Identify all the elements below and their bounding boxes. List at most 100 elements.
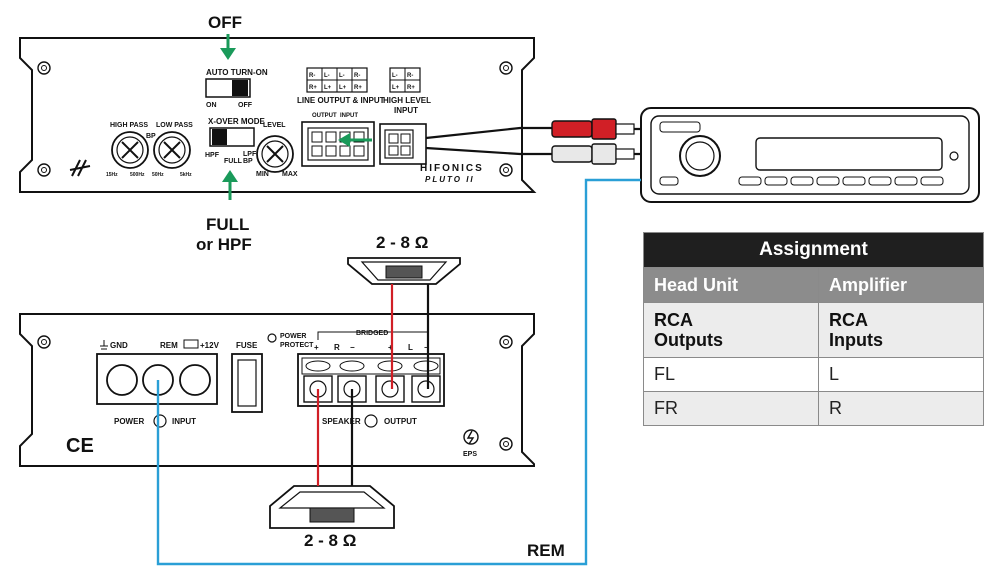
full-callout: FULL	[206, 215, 249, 234]
speaker-wires	[316, 284, 430, 486]
hp-max-label: 500Hz	[130, 172, 145, 178]
terminal-plus-left: +	[314, 343, 319, 352]
terminal-minus-2: −	[424, 343, 429, 352]
svg-text:L+: L+	[339, 85, 347, 91]
terminal-l-label: L	[408, 343, 413, 352]
gnd-label: GND	[110, 341, 128, 350]
xover-full-label: FULL	[224, 158, 243, 165]
speaker-bottom	[269, 485, 395, 529]
svg-text:R-: R-	[354, 73, 360, 79]
svg-text:R-: R-	[407, 73, 413, 79]
line-pin-legend: R- L- L- R- R+ L+ L+ R+	[306, 67, 368, 93]
terminal-r-label: R	[334, 343, 340, 352]
auto-turn-on-off-label: OFF	[238, 102, 253, 109]
high-pass-label: HIGH PASS	[110, 122, 148, 129]
low-pass-knob[interactable]	[153, 131, 191, 169]
ce-mark: CE	[66, 435, 94, 457]
svg-text:R+: R+	[354, 85, 362, 91]
assignment-table: Assignment Head Unit Amplifier RCA Outpu…	[643, 232, 985, 426]
terminal-minus-1: −	[350, 343, 355, 352]
gnd-terminal[interactable]	[106, 364, 138, 396]
svg-text:L-: L-	[339, 73, 345, 79]
svg-text:R+: R+	[309, 85, 317, 91]
off-arrow-icon	[220, 34, 236, 60]
high-level-label: HIGH LEVEL	[383, 96, 431, 105]
subheader-amplifier: RCA Inputs	[817, 302, 985, 358]
table-row: FR R	[643, 391, 985, 426]
hp-min-label: 15Hz	[106, 172, 118, 178]
rca-plug-red	[551, 118, 635, 140]
level-min-label: MIN	[256, 171, 269, 178]
svg-text:L-: L-	[392, 73, 398, 79]
level-label: LEVEL	[263, 122, 286, 129]
fuse-label: FUSE	[236, 341, 258, 350]
power-protect-led	[267, 333, 277, 343]
xover-lpf-label: LPF	[243, 151, 257, 158]
high-level-pin-legend: L- R- L+ R+	[389, 67, 421, 93]
table-cell: FL	[643, 357, 819, 392]
brand-name: HIFONICS	[420, 163, 484, 174]
auto-turn-on-label: AUTO TURN-ON	[206, 68, 268, 77]
xover-hpf-label: HPF	[205, 152, 220, 159]
svg-text:R+: R+	[407, 85, 415, 91]
power-input-label: INPUT	[172, 417, 196, 426]
rem-callout: REM	[527, 541, 565, 560]
high-pass-knob[interactable]	[111, 131, 149, 169]
eps-label: EPS	[463, 451, 477, 458]
level-max-label: MAX	[282, 171, 298, 178]
speaker-bottom-impedance: 2 - 8 Ω	[304, 531, 356, 550]
rem-terminal-label: REM	[160, 341, 178, 350]
power-protect-label-1: POWER	[280, 333, 306, 340]
speaker-top-impedance: 2 - 8 Ω	[376, 233, 428, 252]
power-label: POWER	[114, 417, 144, 426]
speaker-terminal-l-minus[interactable]	[411, 375, 441, 403]
rca-plug-white	[551, 143, 635, 165]
subheader-head-unit: RCA Outputs	[643, 302, 819, 358]
table-cell: L	[817, 357, 985, 392]
assignment-title: Assignment	[643, 232, 984, 268]
brand-logo-icon	[69, 159, 91, 177]
xover-bp-label: BP	[243, 158, 253, 165]
auto-turn-on-on-label: ON	[206, 102, 217, 109]
line-input-label: INPUT	[340, 113, 358, 119]
head-unit-display	[755, 137, 943, 171]
amplifier-top-panel: AUTO TURN-ON ON OFF X-OVER MODE HPF FULL…	[19, 37, 537, 193]
level-knob[interactable]	[256, 135, 294, 173]
column-amplifier: Amplifier	[817, 267, 985, 303]
bp-label: BP	[146, 133, 156, 140]
plus-12v-label: +12V	[200, 341, 220, 350]
svg-text:R-: R-	[309, 73, 315, 79]
rem-wire	[156, 178, 641, 566]
table-cell: R	[817, 391, 985, 426]
speaker-top	[347, 257, 461, 285]
amplifier-bottom-panel: GND REM +12V POWER INPUT FUSE POWER PROT…	[19, 313, 535, 467]
high-level-connector[interactable]	[379, 123, 427, 165]
terminal-plus-right: +	[388, 343, 393, 352]
auto-turn-on-slider	[232, 80, 248, 96]
table-row: FL L	[643, 357, 985, 392]
lp-max-label: 5kHz	[180, 172, 192, 178]
screw-icon	[499, 163, 513, 177]
svg-text:L-: L-	[324, 73, 330, 79]
line-connector[interactable]	[301, 121, 375, 167]
screw-icon	[37, 163, 51, 177]
hpf-callout: or HPF	[196, 235, 252, 254]
full-arrow-icon	[222, 170, 238, 200]
screw-icon	[37, 61, 51, 75]
speaker-output-label: OUTPUT	[384, 417, 417, 426]
model-name: PLUTO II	[425, 175, 475, 184]
high-level-input-label: INPUT	[394, 106, 418, 115]
line-output-input-label: LINE OUTPUT & INPUT	[297, 96, 385, 105]
head-unit	[640, 107, 980, 203]
xover-mode-slider	[212, 129, 227, 145]
low-pass-label: LOW PASS	[156, 122, 193, 129]
eps-icon	[463, 429, 479, 445]
column-head-unit: Head Unit	[643, 267, 819, 303]
off-callout: OFF	[208, 13, 242, 32]
svg-text:L+: L+	[392, 85, 400, 91]
plus-12v-terminal[interactable]	[179, 364, 211, 396]
power-protect-label-2: PROTECT	[280, 342, 314, 349]
speaker-label: SPEAKER	[322, 417, 361, 426]
line-output-label: OUTPUT	[312, 113, 337, 119]
